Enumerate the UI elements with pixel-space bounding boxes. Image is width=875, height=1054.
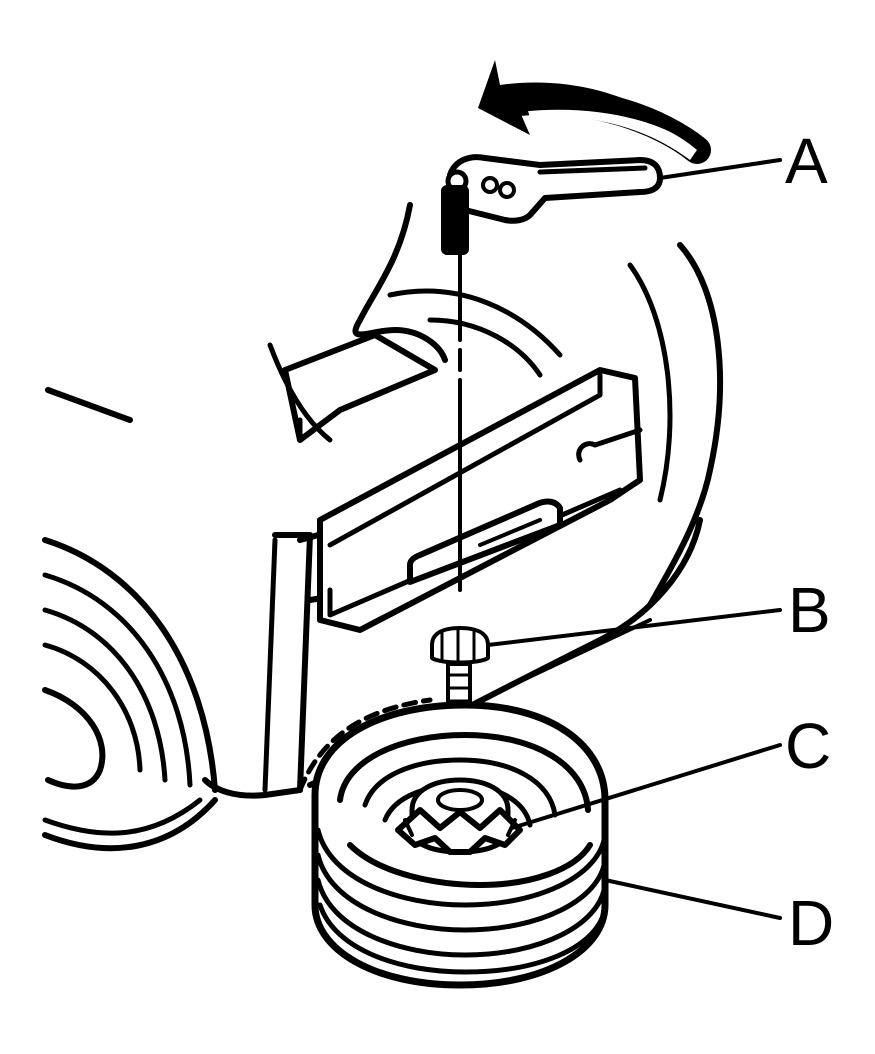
callout-label-c: C: [785, 710, 831, 782]
callout-label-a: A: [785, 125, 828, 197]
leader-line-c: [510, 743, 782, 830]
callout-label-d: D: [788, 887, 834, 959]
rear-wheel: [42, 537, 218, 852]
frame-bracket: [267, 202, 723, 633]
callout-label-b: B: [788, 574, 831, 646]
leader-line-a: [658, 158, 782, 180]
leader-line-d: [603, 878, 782, 920]
counterclockwise-arrow-icon: [478, 60, 711, 164]
leader-lines: [468, 158, 782, 920]
leader-line-b-lower: [468, 618, 652, 707]
hoist-nut: [430, 626, 490, 666]
hoist-wrench: [441, 154, 663, 592]
